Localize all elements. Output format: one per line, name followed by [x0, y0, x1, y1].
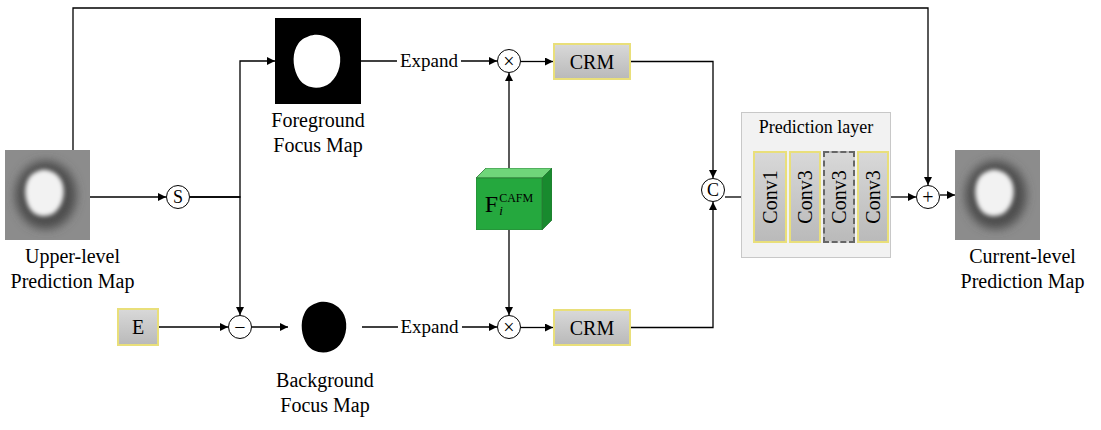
- symbol-letter: F: [485, 192, 498, 216]
- map-caption: Background Focus Map: [265, 368, 385, 418]
- map-blob: [302, 302, 347, 353]
- map-halo: [965, 161, 1026, 229]
- prediction-map: Current-level Prediction Map: [955, 150, 1040, 240]
- conv-box: Conv3: [823, 151, 855, 243]
- cube-text: FCAFMi: [476, 178, 542, 230]
- map-picture: [955, 150, 1040, 240]
- connector: [159, 326, 228, 327]
- layer-panel: Prediction layerConv1 Conv3 Conv3 Conv3: [741, 112, 891, 258]
- conv-label: Conv1: [760, 170, 780, 223]
- map-halo: [15, 161, 76, 229]
- operator-symbol: +: [922, 187, 933, 207]
- connector: [891, 196, 916, 197]
- connector: [631, 202, 713, 328]
- process-box: CRM: [553, 309, 631, 346]
- edge-label: Expand: [397, 317, 461, 338]
- map-picture: [275, 18, 361, 104]
- map-ground: [5, 150, 90, 240]
- operator-symbol: C: [707, 181, 719, 199]
- map-picture: [288, 290, 362, 364]
- feature-cube: FCAFMi: [476, 168, 552, 230]
- map-blob: [294, 35, 341, 88]
- operator-circle: ×: [497, 315, 521, 339]
- map-caption: Foreground Focus Map: [258, 108, 378, 158]
- map-blob: [975, 170, 1013, 216]
- operator-symbol: S: [173, 188, 183, 206]
- operator-circle: S: [166, 185, 190, 209]
- connector: [190, 197, 240, 315]
- focus-map: Background Focus Map: [288, 290, 362, 364]
- operator-symbol: ×: [503, 317, 514, 337]
- connector: [940, 194, 955, 195]
- focus-map: Foreground Focus Map: [275, 18, 361, 104]
- symbol-subscript: i: [499, 204, 533, 217]
- box-label: E: [132, 317, 144, 337]
- operator-circle: ×: [497, 49, 521, 73]
- conv-label: Conv3: [863, 170, 883, 223]
- map-picture: [5, 150, 90, 240]
- map-caption: Current-level Prediction Map: [948, 244, 1098, 294]
- operator-circle: −: [228, 315, 252, 339]
- cube-top: [476, 168, 552, 178]
- symbol-indices: CAFMi: [499, 192, 533, 217]
- box-label: CRM: [570, 52, 614, 72]
- cube-front: [476, 178, 542, 230]
- edge-label: Expand: [397, 51, 461, 72]
- conv-label: Conv3: [829, 170, 849, 223]
- map-ground: [955, 150, 1040, 240]
- process-box: CRM: [553, 43, 631, 80]
- cube-side: [542, 168, 552, 230]
- operator-symbol: −: [234, 317, 245, 337]
- connector: [521, 327, 553, 328]
- connector: [508, 73, 509, 168]
- map-caption: Upper-level Prediction Map: [0, 244, 148, 294]
- panel-title: Prediction layer: [742, 117, 890, 138]
- connector: [90, 196, 166, 197]
- symbol-superscript: CAFM: [499, 192, 533, 204]
- operator-symbol: ×: [503, 51, 514, 71]
- map-blob: [25, 170, 63, 216]
- connector: [631, 62, 713, 179]
- prediction-map: Upper-level Prediction Map: [5, 150, 90, 240]
- conv-box: Conv1: [753, 151, 787, 243]
- connector: [521, 61, 553, 62]
- connector: [252, 326, 288, 327]
- process-box: E: [117, 308, 159, 346]
- map-ground: [275, 18, 361, 104]
- connector: [508, 230, 509, 315]
- box-label: CRM: [570, 318, 614, 338]
- conv-box: Conv3: [857, 151, 889, 243]
- connector: [190, 61, 275, 197]
- conv-label: Conv3: [795, 170, 815, 223]
- conv-box: Conv3: [789, 151, 821, 243]
- operator-circle: +: [916, 185, 940, 209]
- operator-circle: C: [701, 178, 725, 202]
